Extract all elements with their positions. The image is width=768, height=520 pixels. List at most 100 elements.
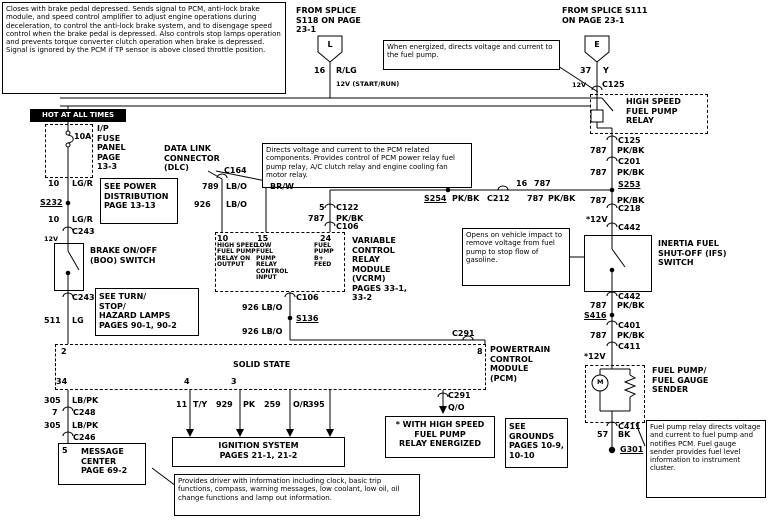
vcrm-col2-label: LOW FUEL PUMP RELAY CONTROL INPUT <box>256 242 289 282</box>
vcrm-title: VARIABLE CONTROL RELAY MODULE (VCRM) PAG… <box>352 236 407 302</box>
message-center-pin-5: 5 <box>62 446 68 455</box>
dlc-title: DATA LINK CONNECTOR (DLC) <box>164 144 220 172</box>
wire-qo-color: Q/O <box>448 403 465 412</box>
pointer-lines <box>151 65 646 487</box>
connector-c164-label: C164 <box>224 166 247 175</box>
wire-37-color: Y <box>603 66 609 75</box>
wire-37-number: 37 <box>580 66 592 75</box>
see-power-distribution-ref: SEE POWER DISTRIBUTION PAGE 13-13 <box>100 178 178 224</box>
pcm-solid-state-label: SOLID STATE <box>233 360 291 369</box>
wire-787-number: 787 <box>590 331 607 340</box>
wire-926-color: LB/O <box>226 200 247 209</box>
connector-c218-label: C218 <box>618 204 641 213</box>
splice-dots <box>65 187 615 321</box>
right-column-wire <box>329 134 613 235</box>
vcrm-pin-24: 24 <box>320 234 332 243</box>
energized-note-box: When energized, directs voltage and curr… <box>383 40 560 70</box>
wire-57-number: 57 <box>597 430 609 439</box>
ground-g301-label: G301 <box>620 445 644 454</box>
wire-787-color: PK/BK <box>617 196 645 205</box>
wire-787-number: 787 <box>590 168 607 177</box>
pcm-pin-4: 4 <box>184 377 190 386</box>
wire-pk-color: PK <box>243 400 256 409</box>
message-note-box: Provides driver with information includi… <box>174 474 420 516</box>
brake-note-box: Closes with brake pedal depressed. Sends… <box>2 2 286 94</box>
ifs-contact-icon <box>609 235 626 292</box>
wire-787-color: PK/BK <box>336 214 364 223</box>
pcm-pin-3: 3 <box>231 377 237 386</box>
ground-icon <box>608 446 616 454</box>
vcrm-col3-label: FUEL PUMP B+ FEED <box>314 242 334 269</box>
connector-c125-top-label: C125 <box>602 80 625 89</box>
fuse-icon <box>65 124 74 178</box>
connector-c411-label: C411 <box>618 342 641 351</box>
wire-926-label: 926 LB/O <box>242 327 283 336</box>
wire-787-number: 787 <box>308 214 325 223</box>
wire-787-color: PK/BK <box>617 168 645 177</box>
wire-305-number: 305 <box>44 396 61 405</box>
vcrm-note-box: Directs voltage and current to the PCM r… <box>262 143 472 188</box>
message-center-box: MESSAGE CENTER PAGE 69-2 <box>58 443 146 485</box>
connector-c291-label: C291 <box>448 391 471 400</box>
wire-305-number: 305 <box>44 421 61 430</box>
page-arrow-e-icon <box>584 35 610 63</box>
relay-12v-label: 12V <box>572 81 587 89</box>
connector-c246-label: C246 <box>73 433 96 442</box>
splice-s253-label: S253 <box>618 180 641 189</box>
wire-10-color: LG/R <box>72 179 93 188</box>
wire-787-color: PK/BK <box>617 146 645 155</box>
relay-title: HIGH SPEED FUEL PUMP RELAY <box>626 97 681 125</box>
wire-or-color: O/R <box>293 400 309 409</box>
pcm-title: POWERTRAIN CONTROL MODULE (PCM) <box>490 345 551 383</box>
see-turn-stop-hazard-ref: SEE TURN/ STOP/ HAZARD LAMPS PAGES 90-1,… <box>95 288 199 336</box>
star-12v-label: *12V <box>584 352 606 361</box>
ignition-arrows <box>186 390 447 437</box>
wire-929-number: 929 <box>216 400 233 409</box>
wire-395-number: 395 <box>308 400 325 409</box>
fuel-pump-sender-title: FUEL PUMP/ FUEL GAUGE SENDER <box>652 366 709 394</box>
pump-note-box: Fuel pump relay directs voltage and curr… <box>646 420 766 498</box>
page-arrow-e-tag: E <box>594 40 600 49</box>
pin-16-label: 16 <box>516 179 528 188</box>
connector-c291-label: C291 <box>452 329 475 338</box>
fuse-panel-box <box>45 124 93 178</box>
start-run-voltage-label: 12V (START/RUN) <box>336 80 400 88</box>
connector-c243-label: C243 <box>72 227 95 236</box>
wire-787-number: 787 <box>590 196 607 205</box>
star-12v-label: *12V <box>586 215 608 224</box>
splice-s254-label: S254 <box>424 194 447 203</box>
vcrm-box <box>215 232 345 292</box>
connector-c442-label: C442 <box>618 292 641 301</box>
motor-icon <box>591 374 609 392</box>
connector-c106-label: C106 <box>336 222 359 231</box>
boo-contact-icon <box>65 243 80 291</box>
boo-12v-label: 12V <box>44 235 59 243</box>
motor-m-label: M <box>597 378 604 386</box>
from-splice-s111-label: FROM SPLICE S111 ON PAGE 23-1 <box>562 6 648 25</box>
ifs-switch-title: INERTIA FUEL SHUT-OFF (IFS) SWITCH <box>658 239 727 267</box>
wire-brw-color: BR/W <box>270 182 295 191</box>
connector-c401-label: C401 <box>618 321 641 330</box>
dlc-wires <box>207 170 267 232</box>
wire-787-number: 787 <box>527 194 544 203</box>
boo-switch-box <box>54 243 84 291</box>
connector-c201-label: C201 <box>618 157 641 166</box>
wire-16-color: R/LG <box>336 66 357 75</box>
pcm-pin-2: 2 <box>61 347 67 356</box>
wire-511-color: LG <box>72 316 84 325</box>
ignition-system-ref: IGNITION SYSTEM PAGES 21-1, 21-2 <box>172 437 345 467</box>
wire-789-color: LB/O <box>226 182 247 191</box>
connector-c243-label: C243 <box>72 293 95 302</box>
wire-787-number: 787 <box>590 301 607 310</box>
splice-s232-label: S232 <box>40 198 63 207</box>
page-arrow-l-tag: L <box>327 40 333 49</box>
wire-10-number: 10 <box>48 215 60 224</box>
hs-relay-energized-note: * WITH HIGH SPEED FUEL PUMP RELAY ENERGI… <box>385 416 495 458</box>
resistor-icon <box>623 374 637 398</box>
wire-926-number: 926 <box>194 200 211 209</box>
wire-57-color: BK <box>618 430 631 439</box>
fuel-pump-sender-box <box>585 365 645 423</box>
page-arrow-l-icon <box>317 35 343 63</box>
